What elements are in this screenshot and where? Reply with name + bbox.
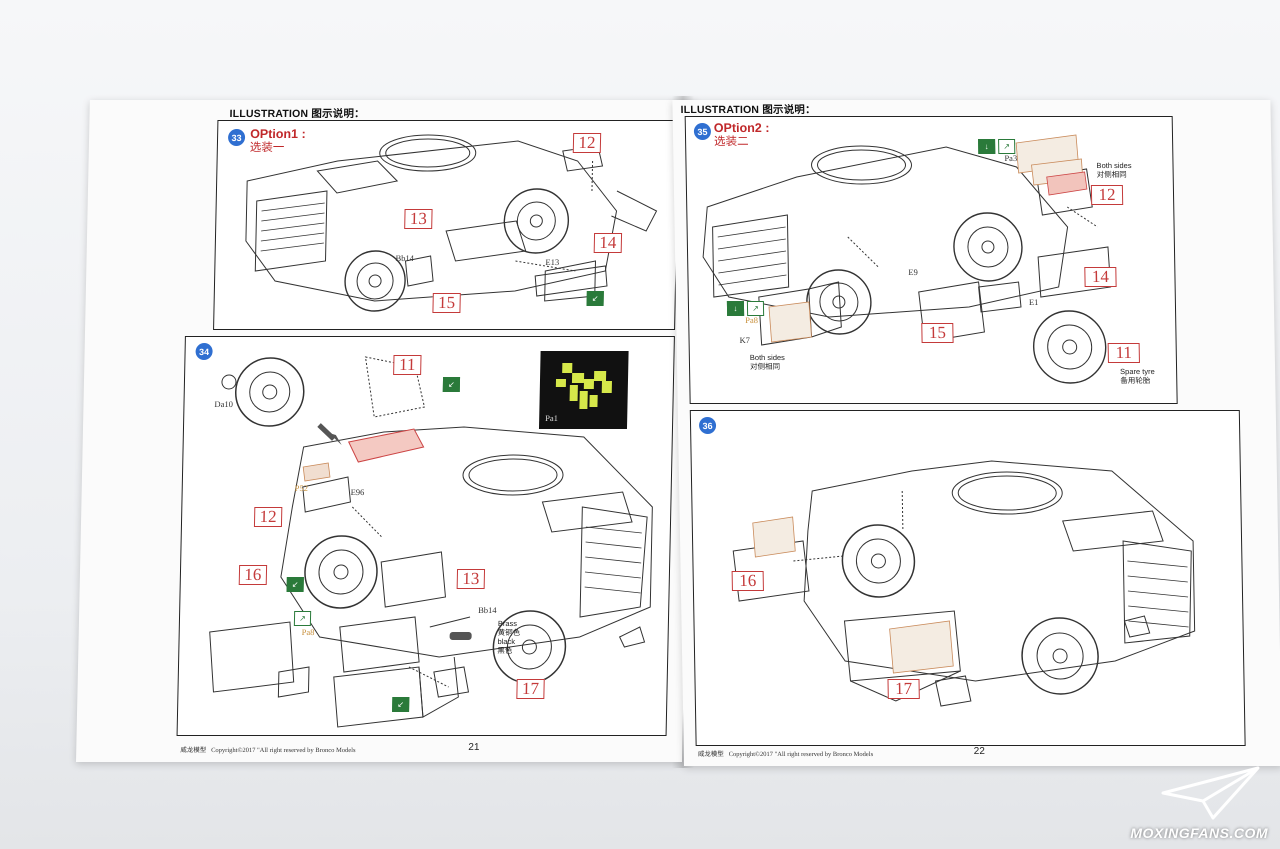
right-footer-copyright: Copyright©2017 "All right reserved by Br… [728, 751, 874, 758]
step-34-callout-11: 11 [393, 355, 422, 375]
step-35-vehicle-drawing [702, 134, 1112, 384]
step-35-callout-12: 12 [1090, 185, 1124, 205]
step-35-callout-14: 14 [1084, 267, 1117, 287]
step-36-callout-16: 16 [731, 571, 764, 591]
step-33-callout-12: 12 [572, 133, 602, 153]
step-33-glue-icon: ↙ [586, 291, 604, 306]
step-36-callout-17: 17 [887, 679, 920, 699]
note-both-sides-en-1: Both sides [1096, 161, 1132, 170]
note-both-sides-cn-2: 对侧相同 [749, 362, 781, 371]
step-33-label-bb14: Bb14 [395, 253, 415, 263]
note-both-sides-cn-1: 对侧相同 [1096, 170, 1127, 179]
step-34-bend-icon: ↗ [293, 611, 312, 626]
step-36-vehicle-drawing [732, 460, 1196, 707]
step-35-note-both-sides-top: Both sides 对侧相同 [1096, 161, 1131, 179]
note-spare-tyre-cn: 备用轮胎 [1120, 376, 1151, 385]
step-34-glue-icon-a: ↙ [442, 377, 461, 392]
paper-plane-logo-icon [1161, 766, 1260, 820]
left-footer-copyright: Copyright©2017 "All right reserved by Br… [211, 747, 356, 754]
photo-etch-part-image [555, 363, 612, 409]
watermark-text: MOXINGFANS.COM [1130, 825, 1268, 841]
left-header: ILLUSTRATION 图示说明： [229, 108, 365, 120]
right-header: ILLUSTRATION 图示说明： [680, 104, 816, 116]
step-34-glue-icon-c: ↙ [392, 697, 410, 712]
step-34-vehicle-drawing [209, 356, 653, 728]
step-34-part-photo: Pa1 [538, 351, 629, 429]
step-33-callout-13: 13 [404, 209, 433, 229]
right-page-number: 22 [973, 746, 985, 757]
step-35-label-pa3: Pa3 [1004, 153, 1018, 163]
note-brass-cn: 黄铜色 [497, 628, 521, 637]
step-36-panel: 36 16 [689, 410, 1246, 746]
step-35-label-e1: E1 [1028, 297, 1039, 307]
step-33-panel: 33 OPtion1 : 选装一 [213, 120, 680, 330]
step-35-callout-15: 15 [921, 323, 954, 343]
step-34-callout-12: 12 [253, 507, 283, 527]
step-34-label-da10: Da10 [214, 399, 234, 409]
step-35-panel: 35 OPtion2 : 选装二 [684, 116, 1178, 404]
step-34-note-brass: Brass 黄铜色 black 黑色 [497, 619, 520, 655]
step-33-vehicle-drawing [245, 134, 658, 312]
step-35-down-arrow-icon: ↓ [978, 139, 996, 154]
step-34-label-pa8: Pa8 [301, 627, 315, 637]
step-33-callout-15: 15 [432, 293, 461, 313]
left-page: ILLUSTRATION 图示说明： 33 OPtion1 : 选装一 [76, 100, 696, 762]
step-34-label-p52: P52 [294, 483, 309, 493]
step-33-callout-14: 14 [593, 233, 623, 253]
step-35-label-e9: E9 [908, 267, 918, 277]
step-35-note-spare-tyre: Spare tyre 备用轮胎 [1120, 367, 1155, 385]
step-34-callout-13: 13 [456, 569, 486, 589]
left-footer-brand: 威龙模型 [180, 747, 207, 754]
step-35-callout-11: 11 [1107, 343, 1140, 363]
right-footer: 威龙模型 Copyright©2017 "All right reserved … [698, 748, 873, 758]
step-33-label-e13: E13 [545, 257, 560, 267]
left-page-number: 21 [468, 742, 480, 753]
step-34-label-bb14: Bb14 [478, 605, 497, 615]
step-35-label-pa8: Pa8 [745, 315, 759, 325]
step-34-callout-17: 17 [516, 679, 545, 699]
step-34-panel: 34 [176, 336, 675, 736]
left-footer: 威龙模型 Copyright©2017 "All right reserved … [180, 744, 356, 754]
step-34-callout-16: 16 [238, 565, 268, 585]
note-spare-tyre-en: Spare tyre [1120, 367, 1155, 376]
step-35-bend-icon-bottom: ↗ [746, 301, 765, 316]
note-black-cn: 黑色 [497, 646, 513, 655]
note-both-sides-en-2: Both sides [749, 353, 785, 362]
inset-label-pa1: Pa1 [545, 413, 559, 423]
step-34-label-e96: E96 [350, 487, 365, 497]
step-35-down-arrow-icon-bottom: ↓ [726, 301, 745, 316]
step-35-bend-icon-top: ↗ [998, 139, 1016, 154]
note-brass-en: Brass [497, 619, 518, 628]
step-34-glue-icon-b: ↙ [286, 577, 304, 592]
step-35-note-both-sides-bottom: Both sides 对侧相同 [750, 353, 785, 371]
right-page: ILLUSTRATION 图示说明： 35 OPtion2 : 选装二 [672, 100, 1280, 766]
note-black-en: black [497, 637, 516, 646]
right-footer-brand: 威龙模型 [697, 751, 724, 758]
step-35-label-k7: K7 [739, 335, 751, 345]
